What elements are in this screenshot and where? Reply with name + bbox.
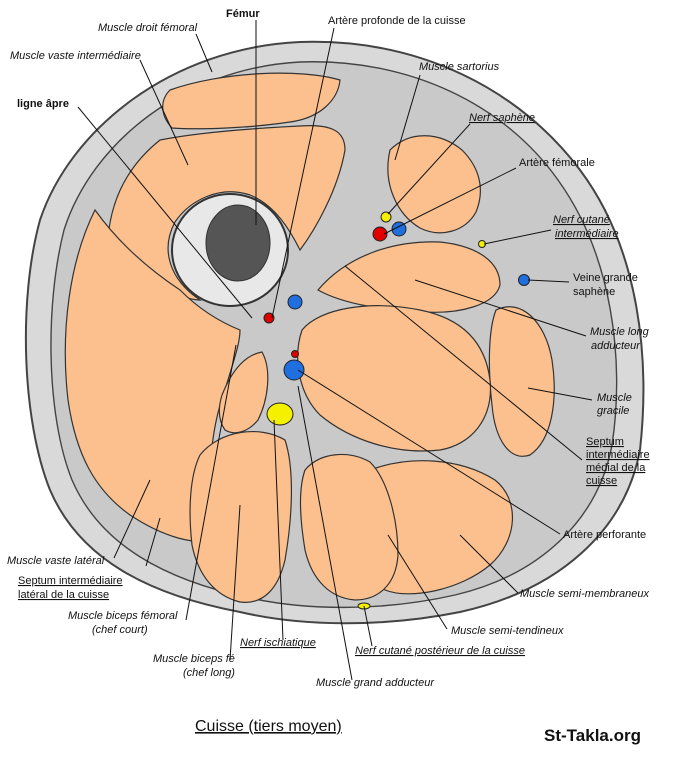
label-septum-medial-1: Septum xyxy=(586,436,624,448)
nerf-saphene-mark xyxy=(380,211,392,223)
veine-grande-saphene-vessel xyxy=(518,274,530,286)
label-septum-lateral-1: Septum intermédiaire xyxy=(18,575,123,587)
veine-femorale-vessel xyxy=(391,221,407,237)
label-nerf-cutane-posterieur: Nerf cutané postérieur de la cuisse xyxy=(355,645,525,657)
label-muscle-semi-tendineux: Muscle semi-tendineux xyxy=(451,625,564,637)
label-muscle-vaste-intermediaire: Muscle vaste intermédiaire xyxy=(10,50,141,62)
label-artere-femorale: Artère fémorale xyxy=(519,157,595,169)
label-femur: Fémur xyxy=(226,8,260,20)
nerf-ischiatique-mark xyxy=(266,402,294,426)
label-muscle-droit-femoral: Muscle droit fémoral xyxy=(98,22,198,34)
label-muscle-gracile-2: gracile xyxy=(597,405,629,417)
label-muscle-vaste-lateral: Muscle vaste latéral xyxy=(7,555,105,567)
artere-profonde-vessel xyxy=(263,312,275,324)
brand-logo: St-Takla.org xyxy=(544,726,641,745)
muscle-biceps-court xyxy=(218,351,269,434)
label-muscle-semi-membraneux: Muscle semi-membraneux xyxy=(520,588,649,600)
artere-perforante-vessel xyxy=(291,350,299,358)
label-veine-grande-saphene-1: Veine grande xyxy=(573,272,638,284)
label-septum-medial-2: intermédiaire xyxy=(586,449,650,461)
muscle-biceps-long xyxy=(189,430,292,603)
label-ligne-apre: ligne âpre xyxy=(17,98,69,110)
label-muscle-biceps-court-1: Muscle biceps fémoral xyxy=(68,610,178,622)
label-muscle-grand-adducteur: Muscle grand adducteur xyxy=(316,677,435,689)
caption: Cuisse (tiers moyen) xyxy=(195,718,342,735)
label-septum-lateral-2: latéral de la cuisse xyxy=(18,589,109,601)
label-nerf-cutane-intermediaire-1: Nerf cutané xyxy=(553,214,610,226)
veine-profonde-vessel xyxy=(287,294,303,310)
label-nerf-ischiatique: Nerf ischiatique xyxy=(240,637,316,649)
label-septum-medial-4: cuisse xyxy=(586,475,617,487)
label-muscle-long-adducteur-2: adducteur xyxy=(591,340,641,352)
label-muscle-gracile-1: Muscle xyxy=(597,392,632,404)
femur-marrow xyxy=(205,204,271,282)
muscle-vaste-intermediaire xyxy=(107,125,346,301)
label-nerf-saphene: Nerf saphène xyxy=(469,112,535,124)
label-muscle-biceps-court-2: (chef court) xyxy=(92,624,148,636)
label-artere-perforante: Artère perforante xyxy=(563,529,646,541)
muscle-semi-tendineux xyxy=(299,453,399,601)
label-artere-profonde: Artère profonde de la cuisse xyxy=(328,15,466,27)
label-muscle-biceps-long-1: Muscle biceps fé xyxy=(153,653,235,665)
label-muscle-sartorius: Muscle sartorius xyxy=(419,61,500,73)
artere-femorale-vessel xyxy=(372,226,388,242)
veine-perforante-vessel xyxy=(283,359,305,381)
leader-lines xyxy=(77,20,593,681)
label-muscle-long-adducteur-1: Muscle long xyxy=(590,326,650,338)
muscle-sartorius xyxy=(387,135,481,234)
label-muscle-biceps-long-2: (chef long) xyxy=(183,667,235,679)
label-septum-medial-3: médial de la xyxy=(586,462,646,474)
label-nerf-cutane-intermediaire-2: intermédiaire xyxy=(555,228,619,240)
label-veine-grande-saphene-2: saphène xyxy=(573,286,615,298)
